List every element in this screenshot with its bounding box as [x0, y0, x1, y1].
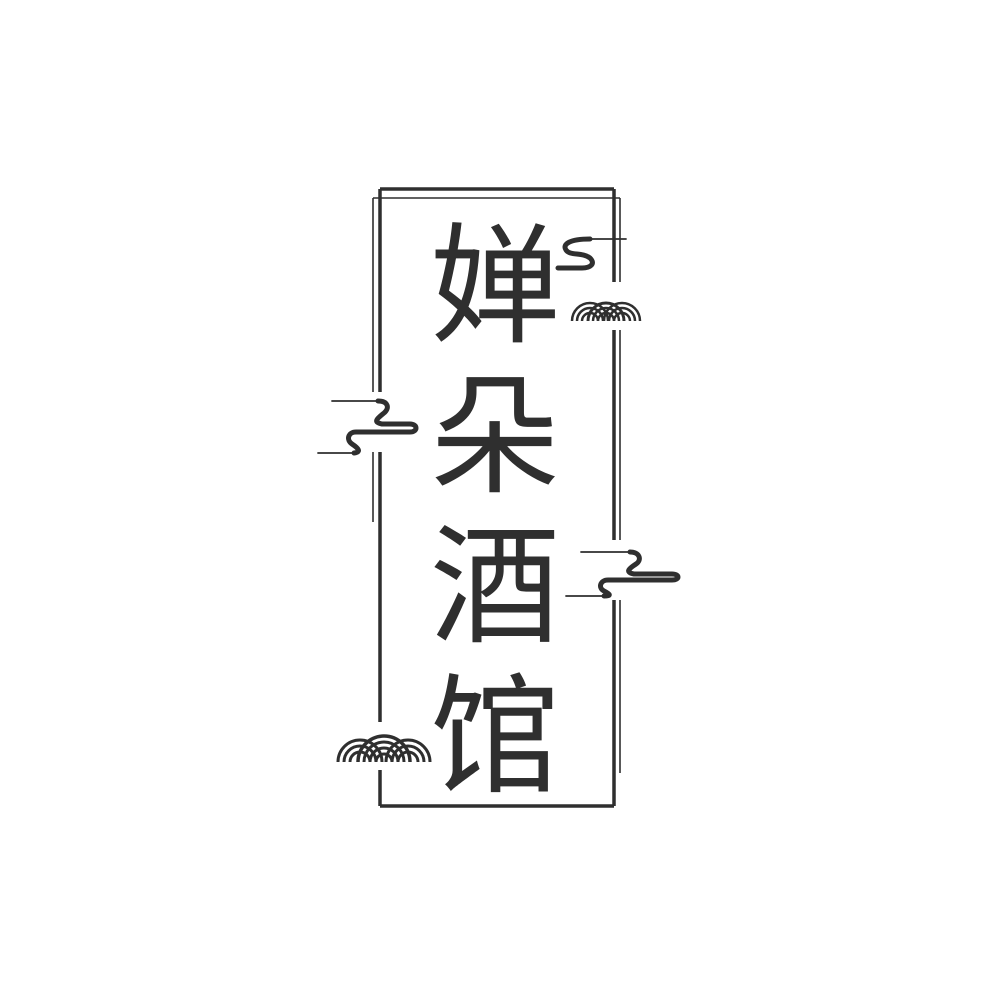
logo-character-2: 朵	[429, 361, 560, 513]
outer-frame	[378, 187, 616, 808]
wave-hill-icon	[570, 301, 642, 322]
logo-character-3: 酒	[429, 511, 560, 663]
logo-character-4: 馆	[429, 661, 560, 813]
cloud-swirl-icon	[565, 549, 681, 599]
cloud-swirl-icon	[317, 398, 419, 456]
cloud-swirl-icon	[555, 236, 627, 271]
wave-hill-icon	[336, 734, 432, 763]
inner-frame	[372, 197, 621, 773]
logo-character-1: 婵	[429, 211, 560, 363]
